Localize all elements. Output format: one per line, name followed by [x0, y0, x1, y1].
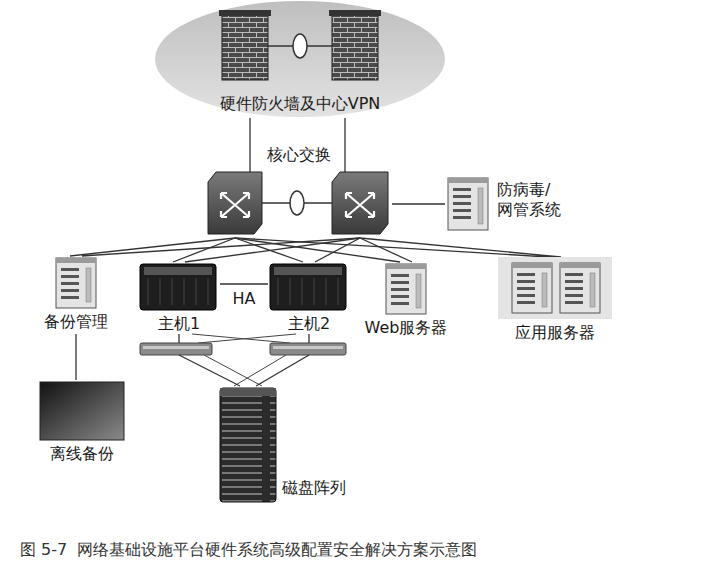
offline-backup: 离线备份: [36, 380, 128, 468]
web-server: Web服务器: [350, 262, 462, 340]
network-link: [75, 334, 76, 380]
antivirus-server: 防病毒/ 网管系统: [445, 176, 585, 232]
core-switch-pair: 核心交换: [205, 172, 392, 238]
node-label: 核心交换: [205, 145, 392, 165]
hba-device: [270, 343, 346, 355]
node-label: 主机2: [268, 314, 350, 334]
hba-device: [140, 343, 212, 355]
app-server-group: 应用服务器: [498, 257, 612, 319]
backup-server: 备份管理: [28, 256, 124, 334]
app-server-group-icon: [498, 257, 612, 319]
network-link: [173, 238, 360, 262]
figure-caption: 图 5-7 网络基础设施平台硬件系统高级配置安全解决方案示意图: [20, 540, 477, 560]
network-link: [235, 238, 561, 257]
hba-stripe: [143, 346, 209, 349]
network-link: [220, 283, 268, 284]
node-label: 硬件防火墙及中心VPN: [155, 94, 445, 114]
node-label: 主机1: [138, 314, 220, 334]
firewall-vpn-zone: 硬件防火墙及中心VPN: [155, 2, 445, 118]
network-link: [392, 203, 445, 204]
hba-stripe: [273, 346, 343, 349]
host-machine: 主机2: [268, 262, 350, 334]
network-link: [179, 334, 240, 386]
node-label: 磁盘阵列: [282, 478, 368, 498]
node-label: 离线备份: [36, 444, 128, 464]
host-machine: 主机1: [138, 262, 220, 334]
disk-array: 磁盘阵列: [218, 386, 368, 504]
san-cross-wires: [192, 334, 296, 386]
node-label: 防病毒/ 网管系统: [497, 180, 567, 220]
edge-label: HA: [233, 289, 256, 309]
network-link: [256, 334, 309, 386]
node-label: 备份管理: [28, 312, 124, 332]
node-label: 应用服务器: [498, 323, 612, 343]
core-switch-pair-icon: [205, 172, 392, 238]
network-link: [70, 238, 360, 256]
network-link: [235, 238, 412, 262]
node-label: Web服务器: [350, 318, 462, 338]
